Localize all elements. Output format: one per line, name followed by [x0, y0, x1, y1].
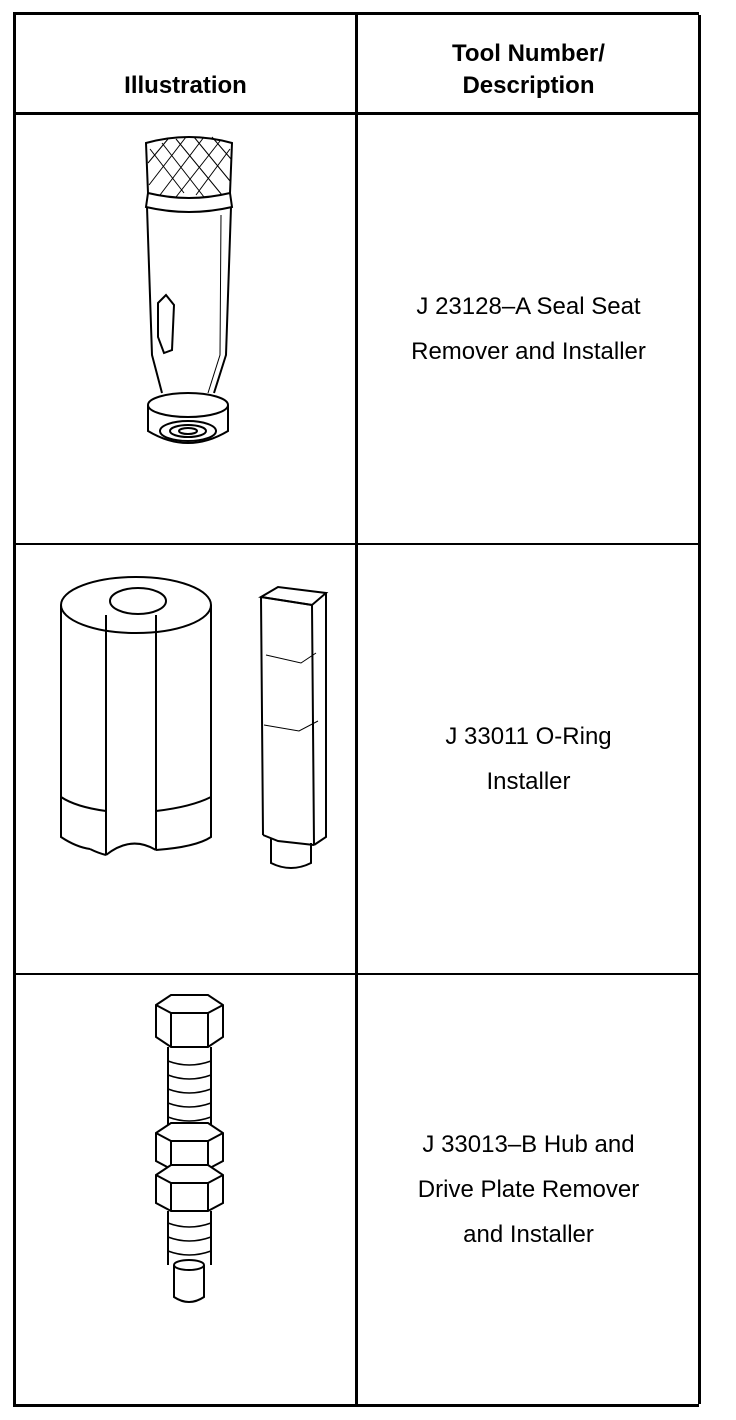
hub-drive-plate-remover-tool-icon: [155, 994, 224, 1303]
tool-description: J 23128–A Seal Seat Remover and Installe…: [379, 284, 679, 374]
table-row: J 33013–B Hub and Drive Plate Remover an…: [16, 975, 699, 1404]
description-cell: J 33013–B Hub and Drive Plate Remover an…: [358, 975, 699, 1404]
description-line: J 33013–B Hub and: [422, 1131, 635, 1158]
header-illustration-cell: Illustration: [16, 15, 355, 112]
table-row: J 23128–A Seal Seat Remover and Installe…: [16, 115, 699, 545]
illustration-cell: [16, 115, 355, 543]
illustration-cell: [16, 545, 355, 973]
tool-table: Illustration Tool Number/ Description: [13, 12, 701, 1407]
description-line: Installer: [486, 768, 571, 795]
seal-seat-remover-tool-icon: [144, 136, 234, 444]
column-divider: [355, 15, 358, 112]
table-right-border: [698, 15, 701, 1404]
o-ring-installer-tool-icon: [60, 576, 329, 869]
description-line: Drive Plate Remover: [417, 1176, 640, 1203]
table-row: J 33011 O-Ring Installer: [16, 545, 699, 975]
description-line: J 23128–A Seal Seat: [416, 293, 641, 320]
header-description-cell: Tool Number/ Description: [358, 15, 699, 112]
column-divider: [355, 115, 358, 543]
header-description-line: Tool Number/: [452, 40, 605, 67]
tool-description: J 33013–B Hub and Drive Plate Remover an…: [379, 1122, 679, 1257]
table-header-row: Illustration Tool Number/ Description: [16, 15, 699, 115]
illustration-cell: [16, 975, 355, 1404]
description-cell: J 23128–A Seal Seat Remover and Installe…: [358, 115, 699, 543]
tool-description: J 33011 O-Ring Installer: [379, 714, 679, 804]
header-description-line: Description: [462, 72, 595, 99]
header-illustration: Illustration: [124, 72, 247, 99]
header-description: Tool Number/ Description: [452, 38, 605, 102]
description-cell: J 33011 O-Ring Installer: [358, 545, 699, 973]
description-line: Remover and Installer: [411, 338, 646, 365]
column-divider: [355, 545, 358, 973]
column-divider: [355, 975, 358, 1404]
description-line: J 33011 O-Ring: [445, 723, 612, 750]
description-line: and Installer: [463, 1221, 594, 1248]
